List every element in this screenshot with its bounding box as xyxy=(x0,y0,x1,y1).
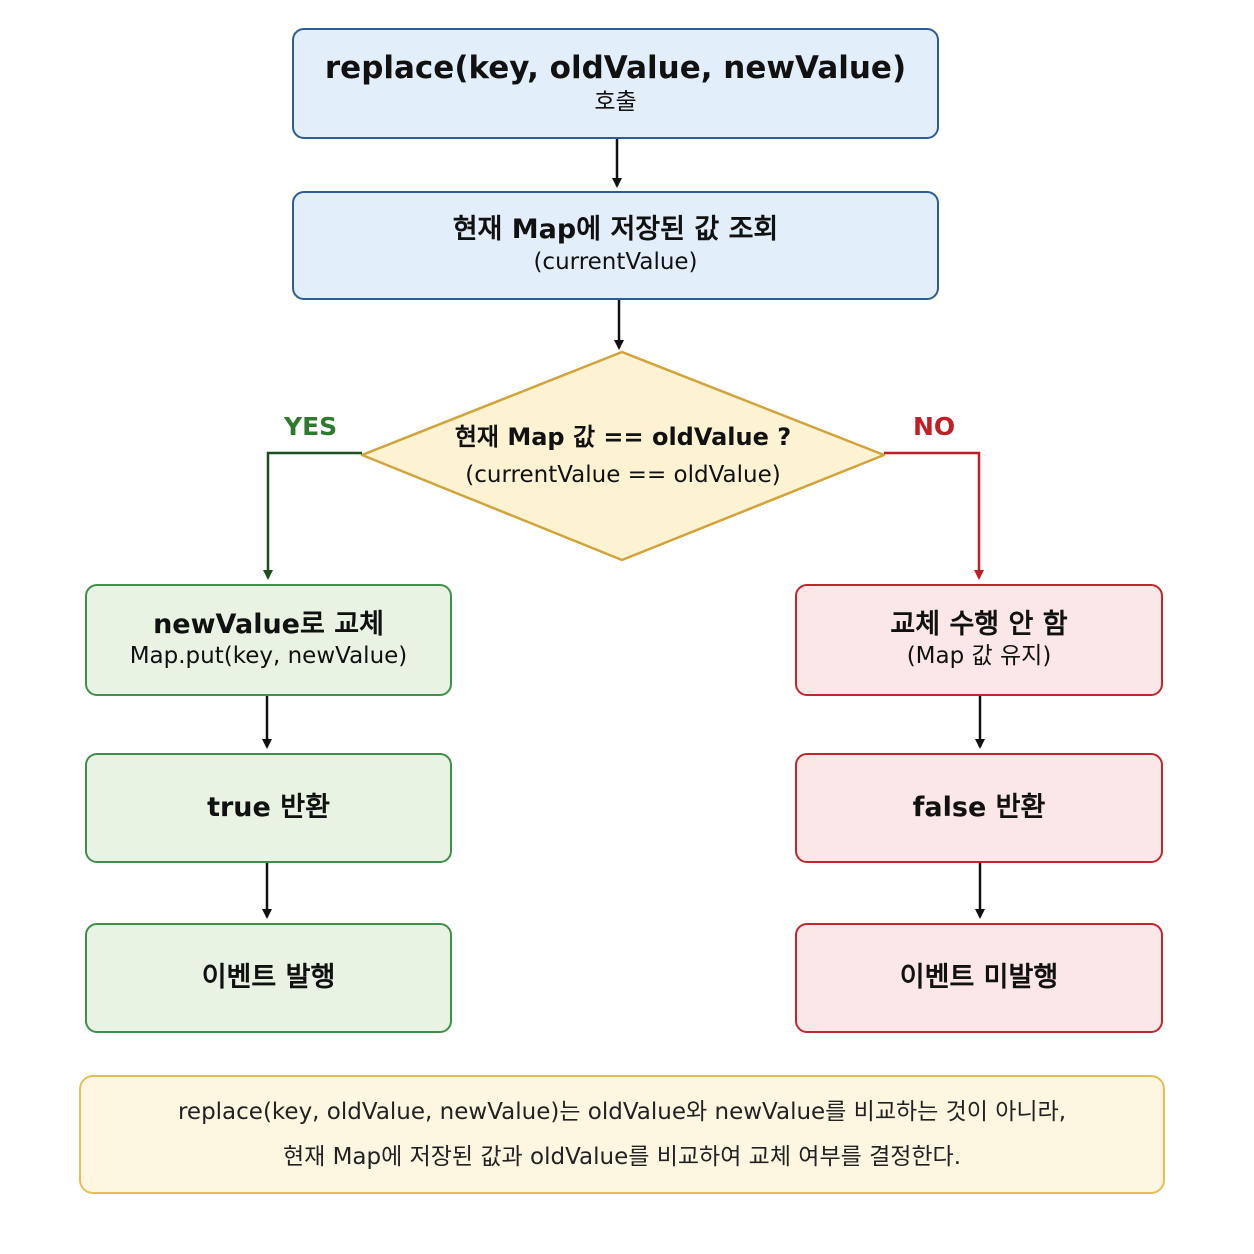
no-skip-title: 교체 수행 안 함 xyxy=(890,608,1068,640)
decision-diamond xyxy=(360,350,886,562)
arrow-yes-branch xyxy=(263,451,362,580)
arrow-no-branch xyxy=(884,451,984,580)
start-subtitle: 호출 xyxy=(594,89,637,116)
no-skip-node: 교체 수행 안 함 (Map 값 유지) xyxy=(795,584,1163,696)
lookup-subtitle: (currentValue) xyxy=(533,248,698,275)
yes-event-node: 이벤트 발행 xyxy=(85,923,452,1033)
yes-replace-title: newValue로 교체 xyxy=(153,608,384,640)
yes-label: YES xyxy=(284,412,338,441)
note-line-2: 현재 Map에 저장된 값과 oldValue를 비교하여 교체 여부를 결정한… xyxy=(282,1143,962,1170)
no-event-title: 이벤트 미발행 xyxy=(899,962,1059,994)
explanation-note: replace(key, oldValue, newValue)는 oldVal… xyxy=(79,1075,1165,1194)
decision-title: 현재 Map 값 == oldValue ? xyxy=(454,423,792,452)
start-title: replace(key, oldValue, newValue) xyxy=(324,49,907,86)
no-skip-subtitle: (Map 값 유지) xyxy=(906,643,1052,670)
yes-replace-subtitle: Map.put(key, newValue) xyxy=(129,643,408,670)
no-return-node: false 반환 xyxy=(795,753,1163,863)
no-event-node: 이벤트 미발행 xyxy=(795,923,1163,1033)
no-label: NO xyxy=(913,412,956,441)
decision-subtitle: (currentValue == oldValue) xyxy=(465,461,781,488)
yes-replace-node: newValue로 교체 Map.put(key, newValue) xyxy=(85,584,452,696)
lookup-title: 현재 Map에 저장된 값 조회 xyxy=(452,214,779,246)
decision-text: 현재 Map 값 == oldValue ? (currentValue == … xyxy=(362,352,884,560)
yes-event-title: 이벤트 발행 xyxy=(201,962,336,994)
lookup-node: 현재 Map에 저장된 값 조회 (currentValue) xyxy=(292,191,939,300)
yes-return-title: true 반환 xyxy=(207,792,330,824)
yes-return-node: true 반환 xyxy=(85,753,452,863)
start-node: replace(key, oldValue, newValue) 호출 xyxy=(292,28,939,139)
note-line-1: replace(key, oldValue, newValue)는 oldVal… xyxy=(177,1098,1067,1125)
no-return-title: false 반환 xyxy=(912,792,1046,824)
